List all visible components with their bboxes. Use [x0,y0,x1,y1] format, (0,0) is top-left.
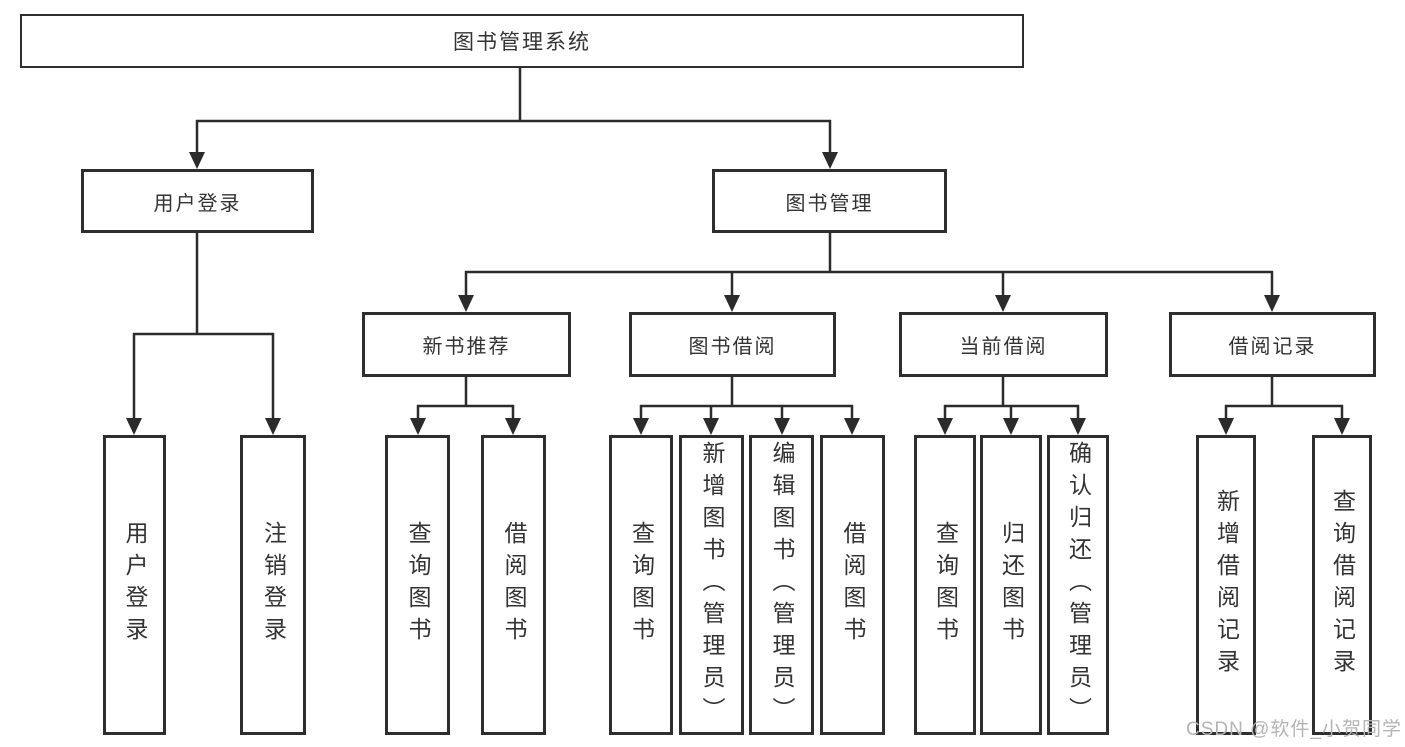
leaf-query-book-current: 查询图书 [914,435,976,735]
leaf-edit-book-admin-label: 编辑图书（管理员） [769,441,795,729]
leaf-query-book-recommend: 查询图书 [385,435,450,735]
node-book-borrow: 图书借阅 [629,312,836,377]
leaf-confirm-return-admin-label: 确认归还（管理员） [1065,441,1092,729]
leaf-borrow-book-borrow-label: 借阅图书 [840,521,866,649]
leaf-return-book-label: 归还图书 [998,521,1025,649]
csdn-watermark: CSDN @软件_小贺同学 [1186,719,1402,740]
node-current-borrow: 当前借阅 [899,312,1108,377]
leaf-logout-login: 注销登录 [240,435,306,735]
leaf-query-book-borrow-label: 查询图书 [628,521,655,649]
node-book-management: 图书管理 [712,169,947,233]
leaf-query-book-recommend-label: 查询图书 [405,521,431,649]
leaf-query-borrow-record: 查询借阅记录 [1312,435,1372,735]
leaf-borrow-book-recommend-label: 借阅图书 [501,521,527,649]
leaf-query-book-borrow: 查询图书 [609,435,673,735]
leaf-user-login-label: 用户登录 [122,521,148,649]
node-root-system: 图书管理系统 [20,14,1024,68]
leaf-borrow-book-recommend: 借阅图书 [481,435,546,735]
leaf-query-book-current-label: 查询图书 [932,521,959,649]
leaf-logout-login-label: 注销登录 [260,521,287,649]
leaf-user-login: 用户登录 [103,435,166,735]
node-new-book-recommend: 新书推荐 [362,312,571,377]
leaf-add-book-admin-label: 新增图书（管理员） [699,441,725,729]
leaf-add-borrow-record: 新增借阅记录 [1196,435,1256,735]
node-borrow-record: 借阅记录 [1169,312,1376,377]
leaf-edit-book-admin: 编辑图书（管理员） [749,435,814,735]
leaf-borrow-book-borrow: 借阅图书 [820,435,885,735]
leaf-add-borrow-record-label: 新增借阅记录 [1213,489,1240,681]
leaf-query-borrow-record-label: 查询借阅记录 [1329,489,1356,681]
node-user-login: 用户登录 [81,169,314,233]
leaf-confirm-return-admin: 确认归还（管理员） [1047,435,1109,735]
leaf-return-book: 归还图书 [980,435,1042,735]
arrowheads [126,152,1350,435]
leaf-add-book-admin: 新增图书（管理员） [679,435,744,735]
